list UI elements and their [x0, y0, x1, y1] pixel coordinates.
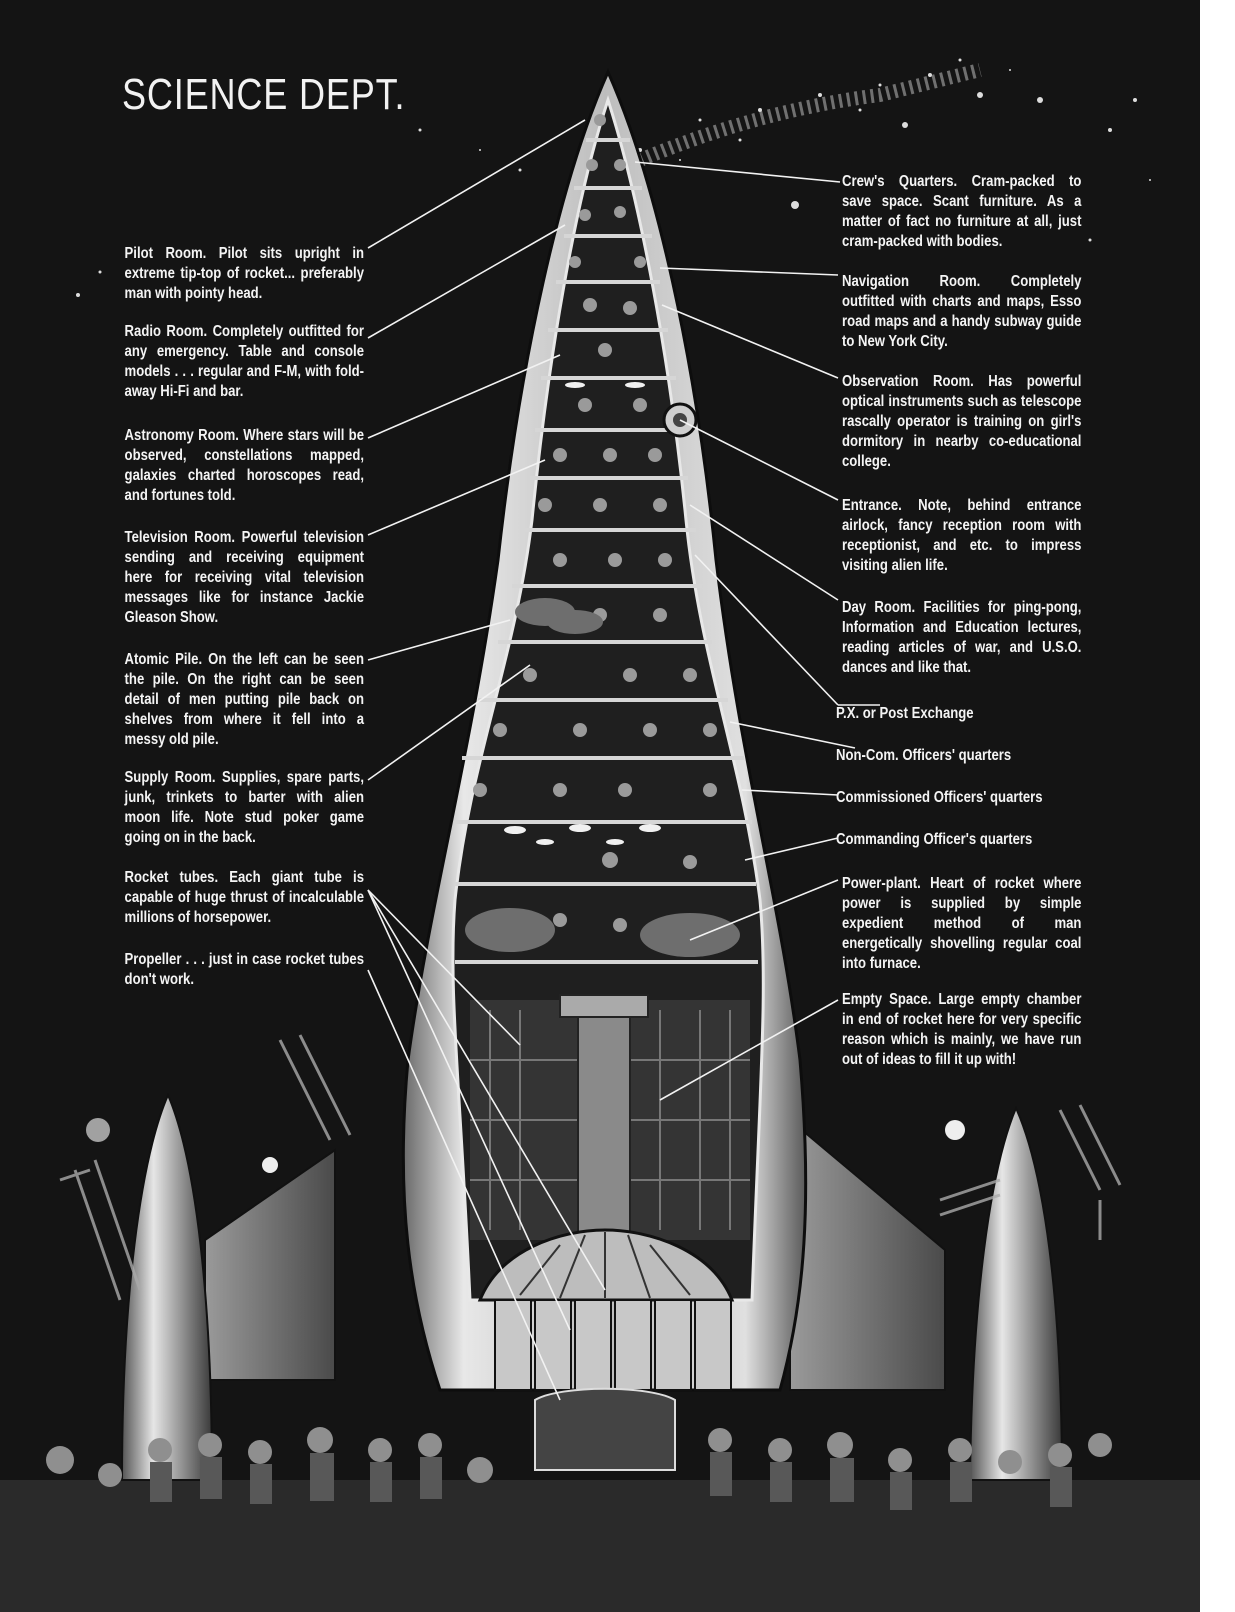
caption-television-room: Television Room. Powerful television sen…	[124, 529, 364, 626]
caption-atomic-pile: Atomic Pile. On the left can be seen the…	[124, 651, 364, 748]
page-title: SCIENCE DEPT.	[122, 70, 406, 119]
illustration-page: SCIENCE DEPT. Pilot Room. Pilot sits upr…	[0, 0, 1200, 1612]
page-margin	[1200, 0, 1235, 1612]
caption-day-room: Day Room. Facilities for ping-pong, Info…	[842, 599, 1082, 676]
caption-entrance: Entrance. Note, behind entrance airlock,…	[842, 497, 1082, 574]
rocket-cutaway-illustration	[0, 58, 1200, 1612]
caption-radio-room: Radio Room. Completely outfitted for any…	[124, 323, 364, 400]
caption-observation-room: Observation Room. Has powerful optical i…	[842, 373, 1082, 470]
caption-supply-room: Supply Room. Supplies, spare parts, junk…	[124, 769, 364, 846]
caption-power-plant: Power-plant. Heart of rocket where power…	[842, 875, 1082, 972]
caption-crews-quarters: Crew's Quarters. Cram-packed to save spa…	[842, 173, 1082, 250]
caption-propeller: Propeller . . . just in case rocket tube…	[124, 951, 364, 988]
caption-px: P.X. or Post Exchange	[836, 705, 974, 722]
milky-way	[637, 63, 982, 167]
caption-astronomy-room: Astronomy Room. Where stars will be obse…	[124, 427, 364, 504]
caption-empty-space: Empty Space. Large empty chamber in end …	[842, 991, 1082, 1068]
caption-pilot-room: Pilot Room. Pilot sits upright in extrem…	[124, 245, 364, 302]
caption-navigation-room: Navigation Room. Completely outfitted wi…	[842, 273, 1082, 350]
caption-commissioned-quarters: Commissioned Officers' quarters	[836, 789, 1043, 806]
starfield	[76, 58, 1151, 297]
caption-non-com-quarters: Non-Com. Officers' quarters	[836, 747, 1012, 764]
caption-rocket-tubes: Rocket tubes. Each giant tube is capable…	[124, 869, 364, 926]
caption-commanding-quarters: Commanding Officer's quarters	[836, 831, 1033, 848]
